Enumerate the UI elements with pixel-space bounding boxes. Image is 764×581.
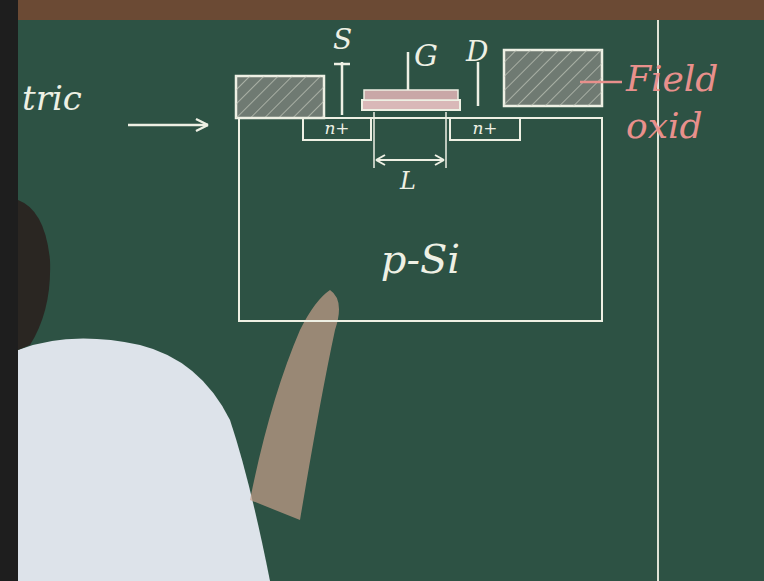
pointer-arrowhead	[196, 119, 208, 131]
callout-label: Field oxid	[626, 56, 756, 150]
source-lead-tick	[334, 63, 350, 66]
gate-electrode	[364, 90, 458, 100]
board-frame	[0, 0, 764, 20]
doping-label: n+	[324, 120, 349, 137]
diffusion-region: n+	[302, 117, 372, 141]
text-label: L	[400, 166, 416, 197]
presenter-arm	[250, 290, 339, 520]
channel-edge	[445, 112, 447, 168]
presenter-head	[18, 200, 50, 350]
gate-lead	[407, 52, 410, 90]
length-arrowhead	[376, 155, 444, 165]
drain-lead	[477, 62, 480, 106]
board-divider	[657, 20, 659, 581]
terminal-label: D	[466, 34, 488, 70]
board-edge	[0, 0, 18, 581]
source-lead	[341, 62, 344, 115]
channel-edge	[373, 112, 375, 168]
field-oxide-pointer	[580, 81, 622, 84]
field-oxide	[504, 50, 602, 106]
doping-label: n+	[472, 120, 497, 137]
substrate-region: p-Si n+ n+	[238, 117, 603, 322]
gate-oxide	[362, 100, 460, 110]
field-oxide-hatch	[504, 50, 602, 106]
text-label: tric	[22, 76, 82, 120]
length-arrow	[376, 159, 444, 161]
field-oxide-hatch	[236, 76, 324, 118]
field-oxide	[236, 76, 324, 118]
diffusion-region: n+	[449, 117, 521, 141]
terminal-label: S	[333, 22, 352, 58]
material-label: p-Si	[381, 239, 460, 279]
pointer-arrow	[128, 124, 208, 127]
terminal-label: G	[414, 36, 438, 75]
presenter	[18, 339, 270, 581]
